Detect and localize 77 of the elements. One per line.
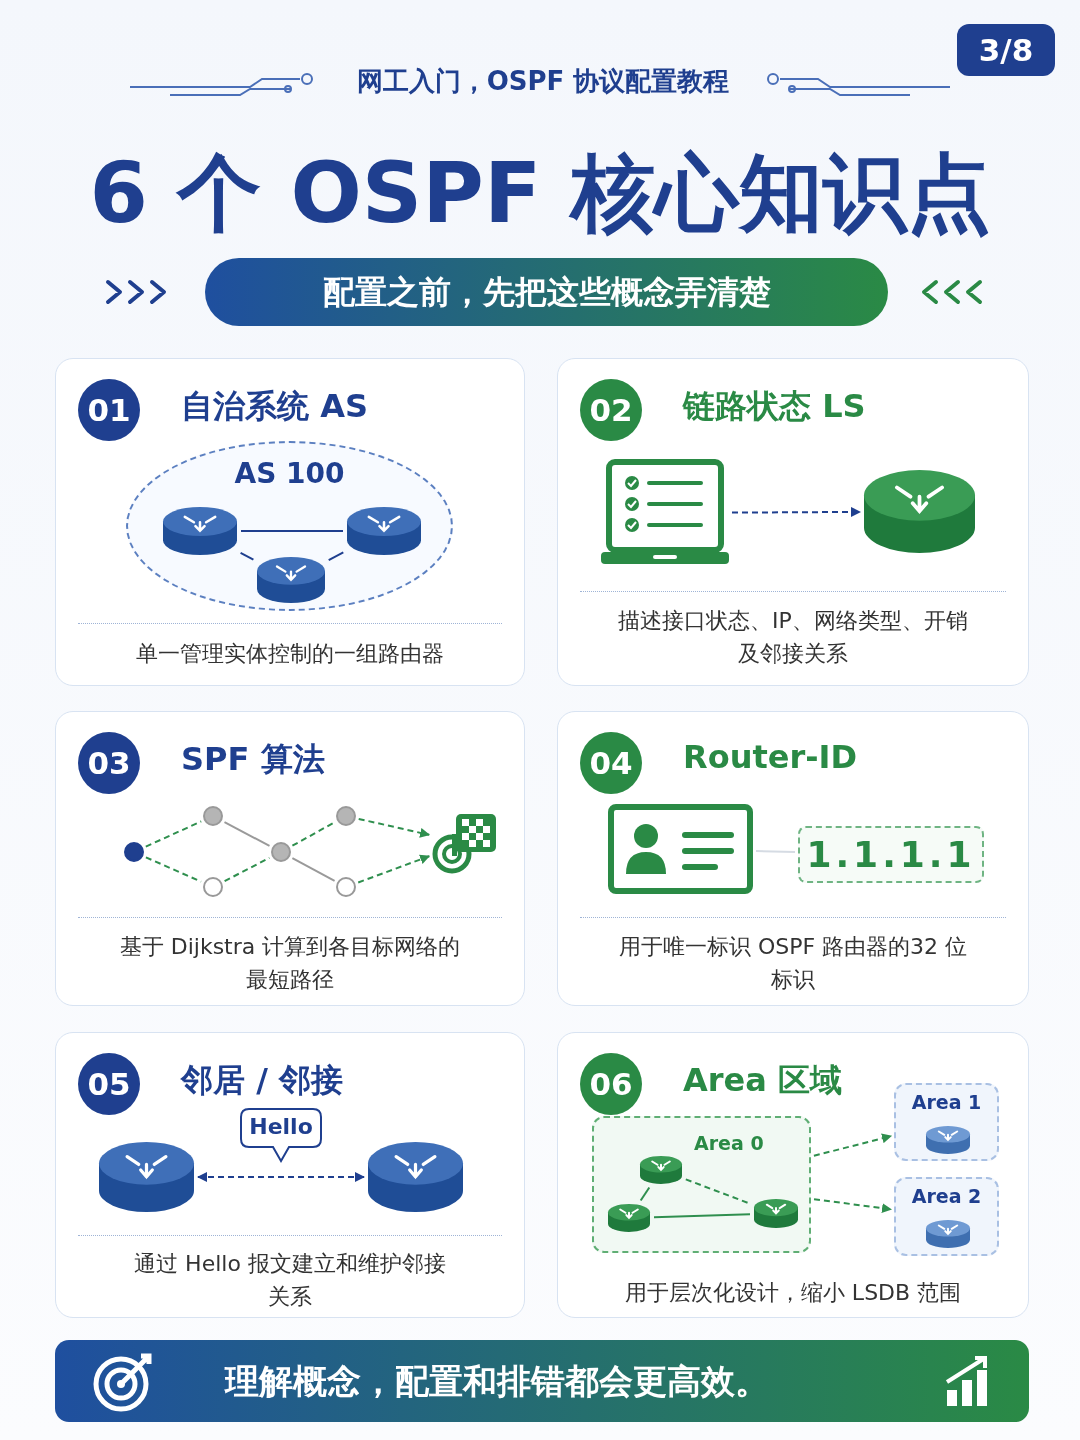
- graph-node: [336, 877, 356, 897]
- concept-card: [557, 1032, 1029, 1318]
- connector-line: [639, 1186, 651, 1202]
- page-badge: 3/8: [957, 24, 1055, 76]
- graph-node: [336, 806, 356, 826]
- card-heading: Area 区域: [683, 1060, 842, 1101]
- card-description: 用于唯一标识 OSPF 路由器的32 位标识: [618, 933, 968, 994]
- graph-node: [203, 806, 223, 826]
- number-badge: 01: [78, 379, 140, 441]
- subtitle-pill: 配置之前，先把这些概念弄清楚: [205, 258, 888, 326]
- main-title: 6 个 OSPF 核心知识点: [88, 143, 992, 244]
- card-heading: Router-ID: [683, 738, 857, 776]
- number-badge: 02: [580, 379, 642, 441]
- concept-card: [557, 358, 1029, 686]
- area-box: [894, 1177, 999, 1256]
- router-icon: [639, 1155, 683, 1185]
- connector-line: [239, 551, 255, 561]
- number-badge: 03: [78, 732, 140, 794]
- number-badge: 06: [580, 1053, 642, 1115]
- graph-node: [203, 877, 223, 897]
- arrow: [731, 506, 861, 517]
- area-label: Area 2: [910, 1185, 983, 1207]
- area-label: AS 100: [233, 457, 346, 490]
- footer-banner: [55, 1340, 1029, 1422]
- connector-line: [223, 821, 271, 847]
- arrow: [813, 1198, 892, 1214]
- router-icon: [98, 1141, 195, 1213]
- concept-card: [55, 711, 525, 1006]
- id-card-icon: [608, 804, 753, 894]
- concept-card: [55, 358, 525, 686]
- number-badge: 05: [78, 1053, 140, 1115]
- arrow: [812, 1133, 893, 1157]
- connector-line: [653, 1213, 751, 1219]
- connector-line: [291, 821, 336, 847]
- card-description: 描述接口状态、IP、网络类型、开销及邻接关系: [617, 607, 969, 668]
- connector-line: [291, 857, 336, 882]
- router-icon: [607, 1203, 651, 1233]
- banner-text: 理解概念，配置和排错都会更高效。: [225, 1360, 769, 1403]
- router-icon: [162, 506, 238, 556]
- number-badge: 04: [580, 732, 642, 794]
- concept-card: [55, 1032, 525, 1318]
- router-icon: [863, 469, 976, 554]
- area-label: Area 1: [910, 1091, 983, 1113]
- speech-bubble: Hello: [239, 1107, 323, 1163]
- arrow: [197, 1172, 365, 1182]
- concept-card: [557, 711, 1029, 1006]
- router-icon: [346, 506, 422, 556]
- card-description: 通过 Hello 报文建立和维护邻接关系: [133, 1250, 447, 1311]
- area-box: [592, 1116, 811, 1253]
- area-label: Area 0: [693, 1132, 765, 1154]
- card-heading: 自治系统 AS: [181, 386, 368, 427]
- graph-node: [271, 842, 291, 862]
- graph-node: [124, 842, 144, 862]
- arrow: [357, 817, 431, 838]
- arrow: [357, 854, 431, 884]
- router-icon: [256, 556, 326, 604]
- connector-line: [755, 850, 796, 853]
- header-subtitle: 网工入门，OSPF 协议配置教程: [355, 65, 731, 98]
- card-heading: 链路状态 LS: [683, 386, 866, 427]
- connector-line: [327, 551, 345, 562]
- connector-line: [223, 856, 271, 883]
- laptop-icon: [601, 459, 729, 567]
- card-heading: SPF 算法: [181, 739, 325, 780]
- router-icon: [925, 1219, 971, 1249]
- destination-flag-icon: [432, 812, 498, 874]
- area-box: [894, 1083, 999, 1161]
- router-icon: [753, 1198, 799, 1229]
- card-heading: 邻居 / 邻接: [181, 1060, 343, 1101]
- card-description: 单一管理实体控制的一组路由器: [135, 640, 445, 668]
- connector-line: [144, 820, 203, 848]
- connector-line: [144, 856, 203, 883]
- router-icon: [925, 1125, 971, 1155]
- card-description: 用于层次化设计，缩小 LSDB 范围: [623, 1279, 963, 1307]
- connector-line: [240, 530, 344, 532]
- router-icon: [367, 1141, 464, 1213]
- card-description: 基于 Dijkstra 计算到各目标网络的最短路径: [118, 933, 462, 994]
- router-id-value: 1.1.1.1: [798, 826, 984, 883]
